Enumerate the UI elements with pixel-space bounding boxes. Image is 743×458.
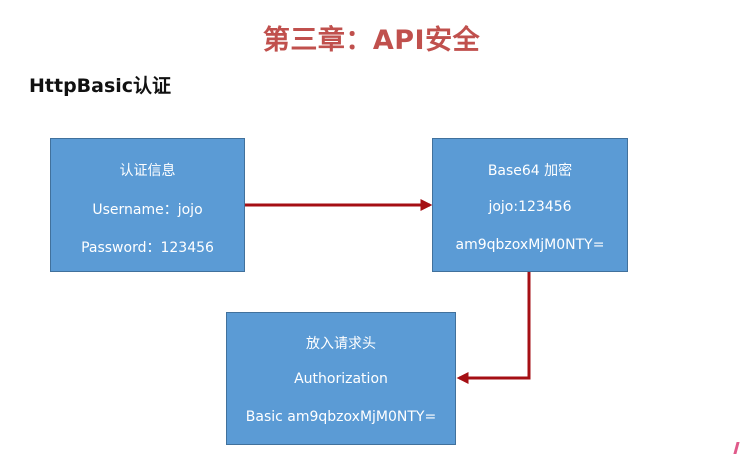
base64-title: Base64 加密: [487, 163, 573, 179]
credentials-title: 认证信息: [119, 163, 176, 179]
section-heading: HttpBasic认证: [29, 75, 172, 97]
credentials-box: 认证信息 Username：jojo Password：123456: [50, 138, 245, 272]
password-text: Password：123456: [81, 240, 214, 256]
slide-title: 第三章：API安全: [262, 25, 481, 56]
request-header-title: 放入请求头: [306, 336, 376, 352]
header-name-text: Authorization: [294, 371, 388, 387]
base64-encoding-box: Base64 加密 jojo:123456 am9qbzoxMjM0NTY=: [432, 138, 628, 272]
encoded-credentials-text: am9qbzoxMjM0NTY=: [455, 237, 605, 253]
plain-credentials-text: jojo:123456: [488, 199, 572, 215]
username-text: Username：jojo: [92, 202, 203, 218]
header-value-text: Basic am9qbzoxMjM0NTY=: [245, 409, 437, 425]
request-header-box: 放入请求头 Authorization Basic am9qbzoxMjM0NT…: [226, 312, 456, 445]
arrow-encoding-to-request-header: [456, 272, 531, 384]
